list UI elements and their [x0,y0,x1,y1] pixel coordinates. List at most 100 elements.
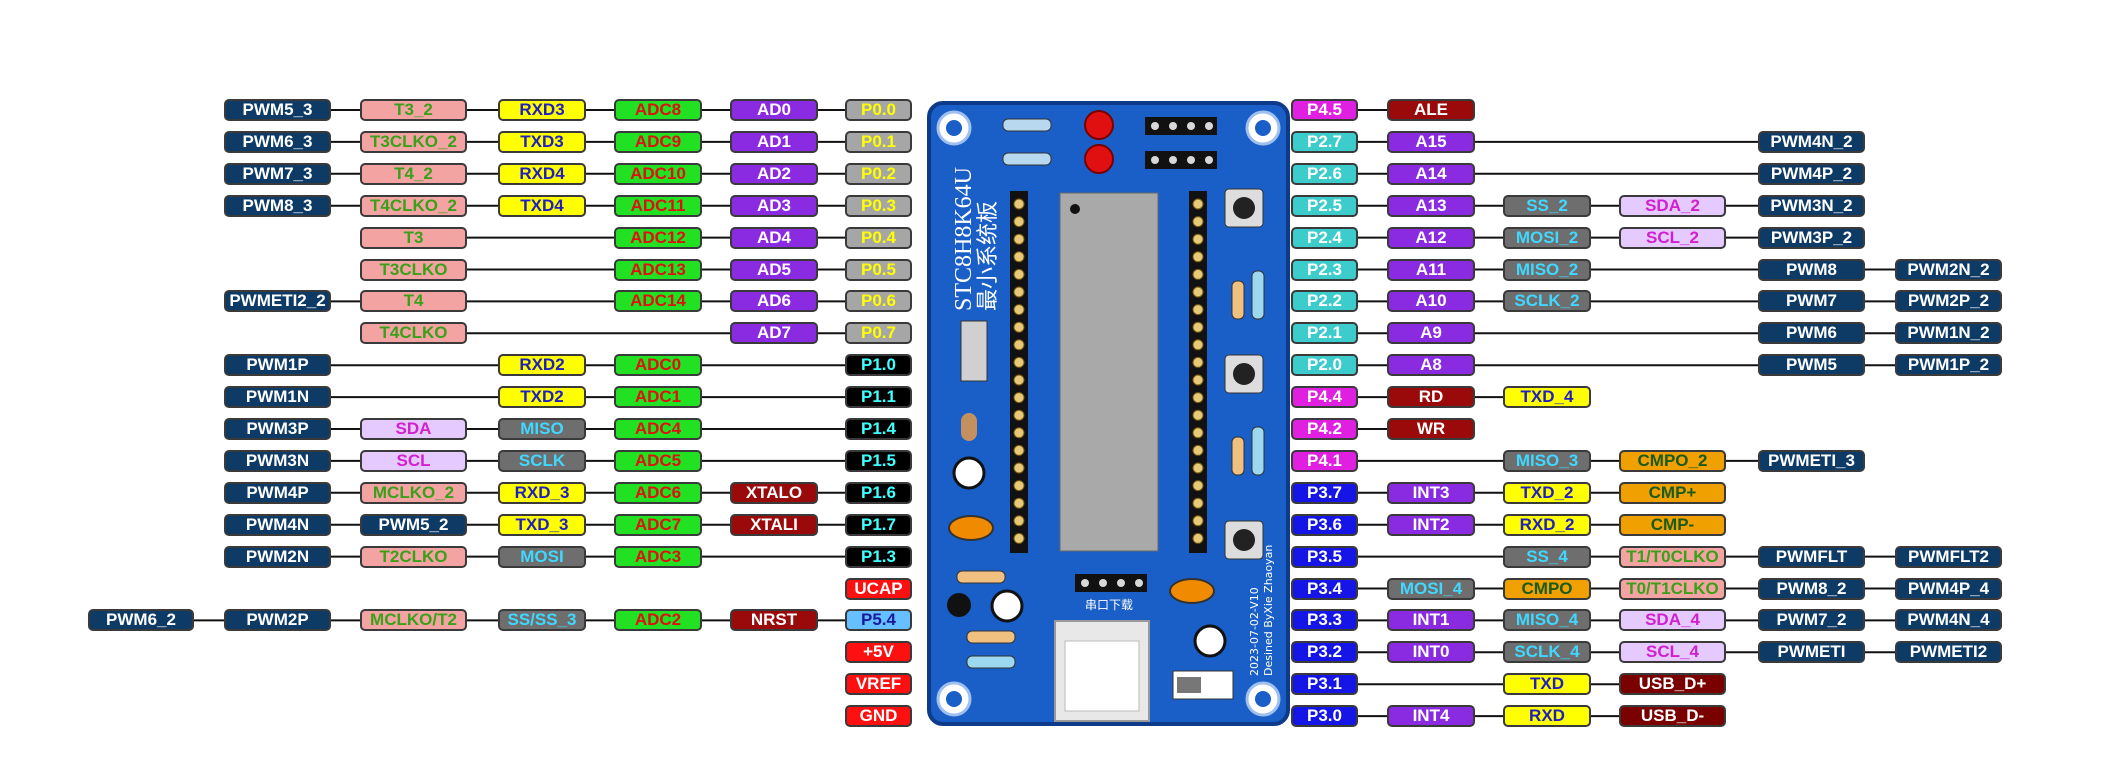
pin-function-label: RXD_3 [498,481,586,504]
pin-name-label: P1.5 [845,449,912,472]
pin-function-label: ADC4 [614,418,702,440]
header-pin [1013,339,1025,351]
pin-function-label: ADC13 [614,258,702,281]
header-pin [1192,427,1204,439]
pin-name-label: P2.7 [1291,130,1358,153]
pin-function-label: ADC14 [614,290,702,313]
header-pin [1192,216,1204,228]
pin-function-label: XTALO [730,481,818,504]
header-pin [1192,480,1204,492]
pin-function-label: SS/SS_3 [498,609,586,632]
pin-function-label: AD3 [730,194,818,217]
pin-name-label: P2.3 [1291,258,1358,281]
pin-function-label: PWM3N_2 [1758,194,1865,217]
pin-function-label: SS_4 [1503,545,1591,568]
header-pin [1192,409,1204,421]
pin-name-label: P0.3 [845,194,912,217]
pin-name-label: P2.5 [1291,194,1358,217]
pin-name-label: P0.7 [845,322,912,345]
pin-name-label: GND [845,705,912,728]
pin-function-label: PWM4P_4 [1895,577,2002,600]
pin-function-label: SCLK_4 [1503,641,1591,664]
pin-function-label: T3CLKO [360,258,467,281]
pin-function-label: MOSI_4 [1387,577,1475,600]
pin-function-label: USB_D- [1619,705,1726,728]
board-image: STC8H8K64U 最小系统板 串口下 [927,101,1290,726]
pin-function-label: A10 [1387,290,1475,313]
pin-function-label: AD5 [730,258,818,281]
header-pin [1013,515,1025,527]
pin-function-label: SCL_4 [1619,641,1726,664]
pin-function-label: USB_D+ [1619,673,1726,696]
pin-function-label: TXD2 [498,386,586,409]
header-pin [1013,286,1025,298]
pin-function-label: MISO_2 [1503,258,1591,281]
pin-function-label: PWM3P [224,418,331,440]
pin-name-label: P0.1 [845,130,912,153]
pin-function-label: PWM6_2 [88,609,194,632]
usb-label: 串口下载 [1085,598,1133,612]
pin-function-label: PWM8_2 [1758,577,1865,600]
pin-function-label: PWM2N [224,545,331,568]
pin-name-label: P1.7 [845,513,912,536]
pin-function-label: T4_2 [360,162,467,185]
pin-name-label: P3.6 [1291,513,1358,536]
pin-function-label: PWM2N_2 [1895,258,2002,281]
pin-function-label: PWM2P_2 [1895,290,2002,313]
header-pin [1192,497,1204,509]
header-pin [1013,444,1025,456]
pin-function-label: PWM5_2 [360,513,467,536]
pin-function-label: ADC12 [614,226,702,249]
pin-function-label: PWM4N_4 [1895,609,2002,632]
pin-function-label: INT0 [1387,641,1475,664]
pin-function-label: NRST [730,609,818,632]
header-pin [1192,268,1204,280]
pin-function-label: T4 [360,290,467,313]
header-pin [1192,532,1204,544]
pin-function-label: SCLK_2 [1503,290,1591,313]
pin-name-label: P4.4 [1291,386,1358,409]
pin-name-label: +5V [845,641,912,664]
pin-function-label: ADC7 [614,513,702,536]
pin-function-label: A14 [1387,162,1475,185]
header-pin [1192,392,1204,404]
pin-function-label: PWM1P [224,354,331,377]
pin-function-label: MISO [498,418,586,440]
pin-name-label: P1.4 [845,418,912,440]
pin-function-label: PWM6 [1758,322,1865,345]
pin-function-label: CMPO [1503,577,1591,600]
header-pin [1192,462,1204,474]
pin-function-label: ADC5 [614,449,702,472]
pin-name-label: P1.0 [845,354,912,377]
pin-function-label: A9 [1387,322,1475,345]
pin-function-label: PWM4P_2 [1758,162,1865,185]
pin-function-label: SDA_2 [1619,194,1726,217]
header-pin [1192,251,1204,263]
pin-function-label: ADC0 [614,354,702,377]
pin-function-label: T3_2 [360,99,467,121]
pin-function-label: ALE [1387,99,1475,121]
pin-function-label: CMP- [1619,513,1726,536]
pin-function-label: PWM7_3 [224,162,331,185]
pin-function-label: PWM8 [1758,258,1865,281]
header-pin [1192,233,1204,245]
header-pin [1013,233,1025,245]
pin-function-label: T2CLKO [360,545,467,568]
pin-function-label: AD2 [730,162,818,185]
header-pin [1013,356,1025,368]
pin-function-label: TXD3 [498,130,586,153]
header-pin [1013,497,1025,509]
pin-function-label: SCLK [498,449,586,472]
pin-function-label: SDA_4 [1619,609,1726,632]
pin-function-label: T1/T0CLKO [1619,545,1726,568]
pin-function-label: ADC2 [614,609,702,632]
pin-name-label: P0.2 [845,162,912,185]
pin-function-label: MCLKO_2 [360,481,467,504]
pin-function-label: ADC9 [614,130,702,153]
pin-function-label: PWM8_3 [224,194,331,217]
pin-function-label: PWMETI_3 [1758,449,1865,472]
board-footer-credit: Desined ByXie Zhaoyan [1262,545,1275,676]
pin-function-label: INT4 [1387,705,1475,728]
pin-name-label: P0.6 [845,290,912,313]
header-pin [1192,444,1204,456]
